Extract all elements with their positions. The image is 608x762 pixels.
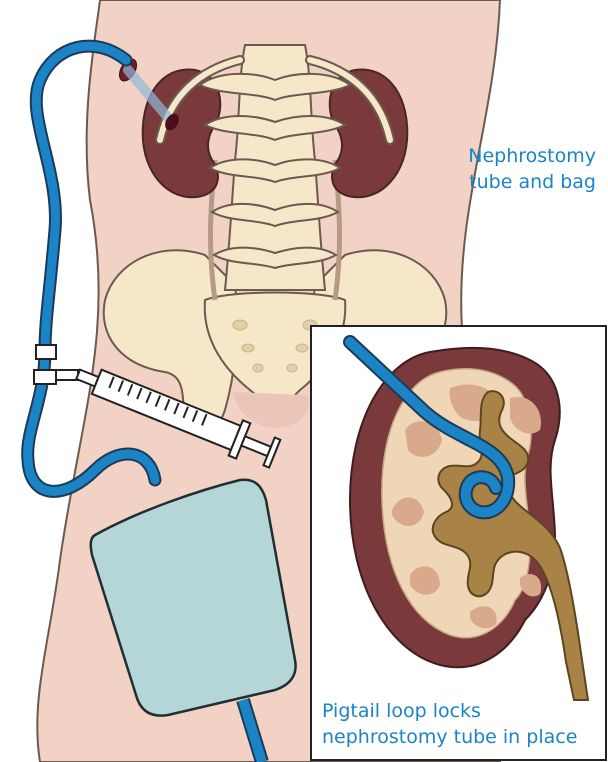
inset-caption-line2: nephrostomy tube in place	[322, 724, 577, 750]
main-caption-line2: tube and bag	[468, 169, 596, 195]
kidney-inset	[311, 326, 606, 760]
inset-caption: Pigtail loop locks nephrostomy tube in p…	[322, 698, 577, 750]
inset-caption-line1: Pigtail loop locks	[322, 698, 577, 724]
main-caption-line1: Nephrostomy	[468, 143, 596, 169]
main-caption: Nephrostomy tube and bag	[468, 143, 596, 195]
